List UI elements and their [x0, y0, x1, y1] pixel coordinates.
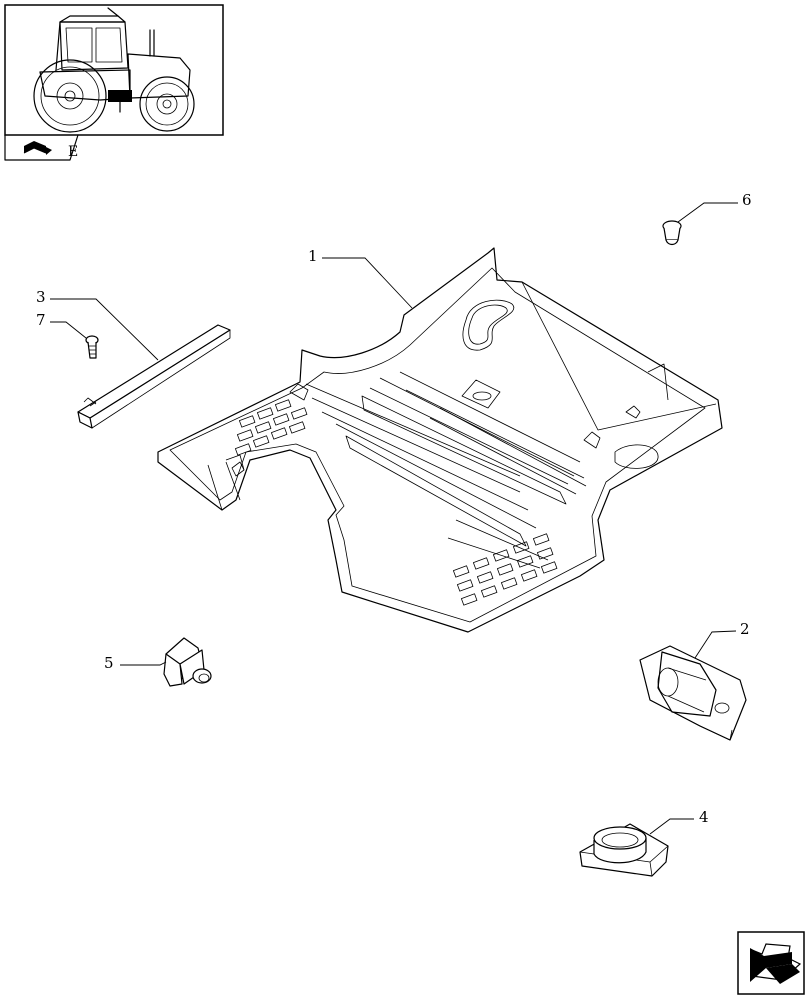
svg-text:5: 5	[104, 654, 114, 672]
thumbnail-tab[interactable]: E	[4, 134, 79, 161]
callout-7: 7	[36, 311, 87, 339]
callout-4: 4	[649, 808, 709, 835]
plug[interactable]	[662, 220, 682, 246]
page-ref: E	[68, 144, 78, 160]
mount[interactable]	[639, 645, 747, 741]
floor-mat[interactable]	[157, 247, 723, 633]
tractor-thumbnail[interactable]	[4, 4, 224, 136]
svg-text:4: 4	[699, 808, 709, 826]
bracket-clip[interactable]	[579, 823, 669, 877]
callout-6: 6	[677, 191, 752, 223]
svg-text:7: 7	[36, 311, 46, 329]
svg-text:3: 3	[36, 288, 46, 306]
bushing[interactable]	[163, 637, 212, 687]
svg-text:2: 2	[740, 620, 750, 638]
trim-strip[interactable]	[77, 324, 231, 429]
callout-2: 2	[694, 620, 750, 659]
callout-1: 1	[308, 247, 413, 309]
next-page-arrow-icon[interactable]	[737, 931, 805, 995]
callout-3: 3	[36, 288, 159, 361]
svg-text:1: 1	[308, 247, 318, 265]
bolt[interactable]	[85, 335, 99, 359]
callout-5: 5	[104, 654, 167, 672]
svg-text:6: 6	[742, 191, 752, 209]
book-icon	[23, 141, 52, 155]
